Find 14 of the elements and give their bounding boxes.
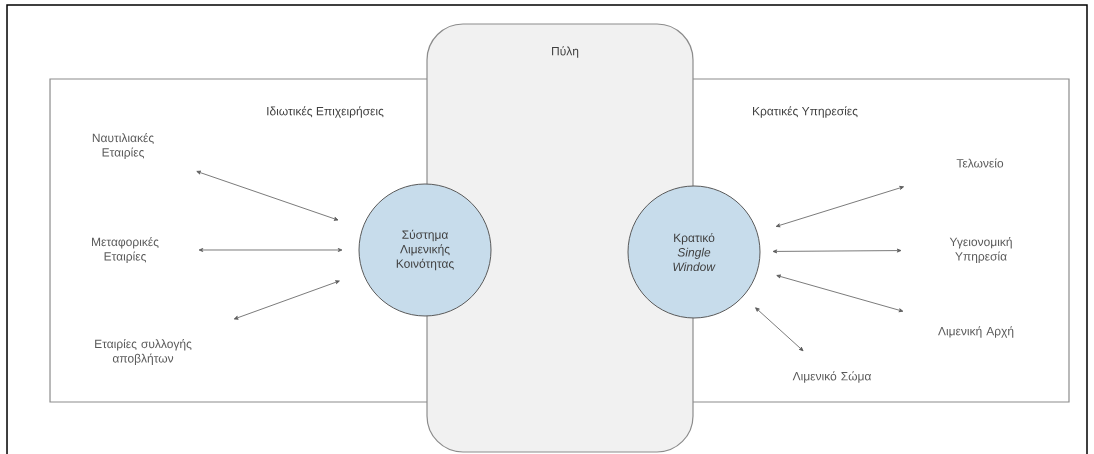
double-arrow (775, 186, 904, 228)
entity-label: Εταιρίες συλλογής αποβλήτων (95, 339, 192, 365)
entity-label: Λιμενικό Σώμα (792, 371, 872, 383)
entity-label: Υγειονομική Υπηρεσία (949, 237, 1012, 263)
double-arrow (233, 280, 340, 320)
double-arrow (776, 274, 904, 313)
entity-label: Μεταφορικές Εταιρίες (92, 237, 159, 263)
double-arrow (772, 248, 902, 254)
double-arrow (196, 170, 339, 221)
entity-label: Τελωνείο (956, 158, 1004, 168)
double-arrow (755, 307, 804, 352)
entity-label: Ναυτιλιακές Εταιρίες (92, 133, 154, 159)
entity-label: Λιμενική Αρχή (938, 326, 1014, 338)
double-arrow (198, 248, 343, 252)
